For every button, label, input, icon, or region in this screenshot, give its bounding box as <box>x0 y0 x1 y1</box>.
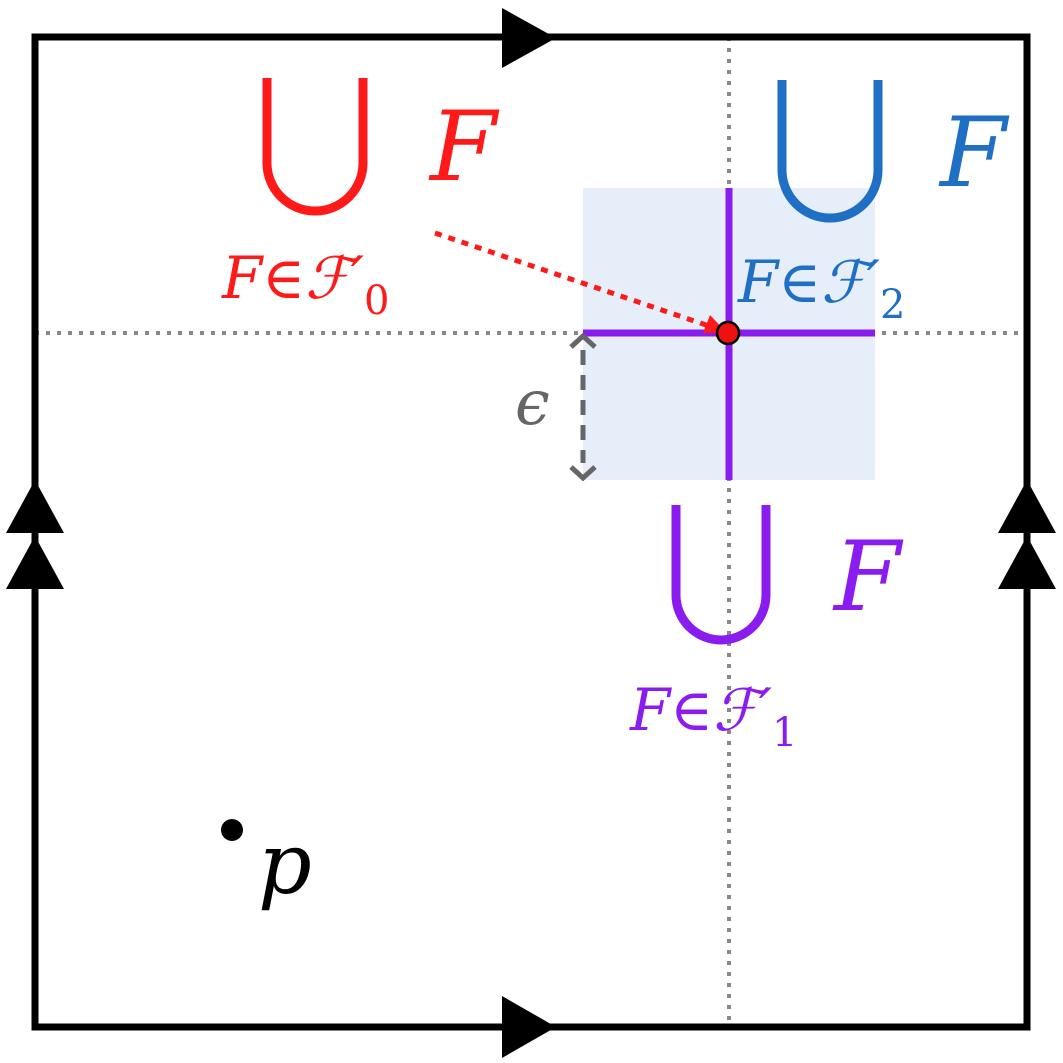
top-edge-arrow <box>502 8 556 68</box>
epsilon-arrow-bottom <box>569 465 597 482</box>
blue-F-label: F <box>938 97 1010 209</box>
point-p-dot <box>221 819 243 841</box>
point-p-label: p <box>258 815 312 913</box>
bottom-edge-arrow <box>502 996 556 1058</box>
left-edge-double-arrow-lower <box>6 536 64 589</box>
purple-F-label: F <box>832 521 904 633</box>
intersection-point <box>715 320 741 346</box>
red-F-label: F <box>428 91 500 203</box>
purple-caption-sub: 1 <box>772 710 797 756</box>
left-edge-double-arrow-upper <box>6 480 64 533</box>
red-union-symbol <box>262 78 368 216</box>
blue-caption-sub: 2 <box>880 282 905 328</box>
red-caption: F∈ℱ′0 <box>221 244 389 324</box>
red-caption-sub: 0 <box>364 278 389 324</box>
purple-caption-main: F∈ℱ′ <box>629 676 772 744</box>
red-caption-main: F∈ℱ′ <box>221 244 364 312</box>
right-edge-double-arrow-lower <box>998 536 1056 589</box>
epsilon-label: ϵ <box>515 366 550 439</box>
red-dotted-arrow-line <box>434 230 713 330</box>
purple-union-symbol <box>671 505 771 645</box>
blue-caption: F∈ℱ′2 <box>737 248 905 328</box>
right-edge-double-arrow-upper <box>998 480 1056 533</box>
epsilon-arrow-top <box>569 332 597 349</box>
blue-caption-main: F∈ℱ′ <box>737 248 880 316</box>
purple-caption: F∈ℱ′1 <box>629 676 797 756</box>
blue-union-symbol <box>777 80 883 223</box>
